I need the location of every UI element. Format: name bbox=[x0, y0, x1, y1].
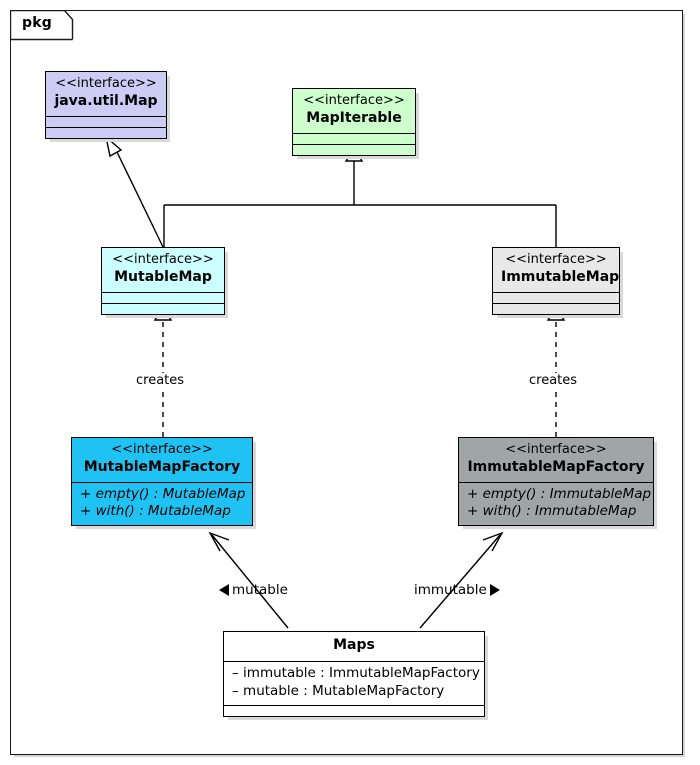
attributes-compartment: – immutable : ImmutableMapFactory – muta… bbox=[224, 660, 484, 705]
member-row: + empty() : MutableMap bbox=[80, 485, 246, 502]
stereotype-label: <<interface>> bbox=[303, 93, 405, 108]
operations-compartment bbox=[224, 704, 484, 716]
class-name-label: ImmutableMapFactory bbox=[467, 458, 645, 475]
operations-compartment bbox=[293, 143, 415, 155]
edge-label-creates-right: creates bbox=[527, 373, 580, 388]
class-box-immutable-map-factory[interactable]: <<interface>> ImmutableMapFactory + empt… bbox=[458, 437, 654, 527]
operations-compartment bbox=[46, 126, 166, 138]
edge-label-creates-left: creates bbox=[134, 373, 187, 388]
attributes-compartment bbox=[293, 132, 415, 144]
assoc-label-immutable: immutable bbox=[414, 582, 500, 598]
class-box-map-iterable[interactable]: <<interface>> MapIterable bbox=[292, 88, 416, 156]
class-header-java-util-map: <<interface>> java.util.Map bbox=[46, 72, 166, 116]
stereotype-label: <<interface>> bbox=[55, 76, 157, 91]
class-header-mutable-map: <<interface>> MutableMap bbox=[102, 248, 224, 292]
member-row: + with() : ImmutableMap bbox=[467, 503, 637, 520]
stereotype-label: <<interface>> bbox=[505, 252, 607, 267]
operations-compartment: + empty() : ImmutableMap + with() : Immu… bbox=[459, 481, 653, 526]
member-row: + empty() : ImmutableMap bbox=[467, 485, 652, 502]
member-row: + with() : MutableMap bbox=[80, 503, 231, 520]
class-header-mutable-map-factory: <<interface>> MutableMapFactory bbox=[72, 438, 252, 482]
member-row: – mutable : MutableMapFactory bbox=[232, 682, 445, 699]
operations-compartment bbox=[493, 302, 619, 314]
package-label: pkg bbox=[22, 15, 52, 31]
class-name-label: ImmutableMap bbox=[501, 268, 620, 285]
class-name-label: MapIterable bbox=[306, 109, 402, 126]
class-box-mutable-map-factory[interactable]: <<interface>> MutableMapFactory + empty(… bbox=[71, 437, 253, 527]
class-header-maps: Maps bbox=[224, 632, 484, 661]
class-header-map-iterable: <<interface>> MapIterable bbox=[293, 89, 415, 133]
assoc-label-mutable: mutable bbox=[219, 582, 288, 598]
class-header-immutable-map-factory: <<interface>> ImmutableMapFactory bbox=[459, 438, 653, 482]
stereotype-label: <<interface>> bbox=[111, 442, 213, 457]
package-tab bbox=[10, 10, 74, 41]
assoc-label-mutable-text: mutable bbox=[232, 582, 288, 598]
class-name-label: Maps bbox=[333, 637, 375, 653]
assoc-label-immutable-text: immutable bbox=[414, 582, 487, 598]
attributes-compartment bbox=[493, 291, 619, 303]
stereotype-label: <<interface>> bbox=[505, 442, 607, 457]
attributes-compartment bbox=[102, 291, 224, 303]
attributes-compartment bbox=[46, 115, 166, 127]
class-name-label: MutableMap bbox=[114, 268, 212, 285]
operations-compartment: + empty() : MutableMap + with() : Mutabl… bbox=[72, 481, 252, 526]
class-name-label: MutableMapFactory bbox=[83, 458, 241, 475]
operations-compartment bbox=[102, 302, 224, 314]
class-header-immutable-map: <<interface>> ImmutableMap bbox=[493, 248, 619, 292]
stereotype-label: <<interface>> bbox=[112, 252, 214, 267]
class-name-label: java.util.Map bbox=[54, 92, 158, 109]
class-box-mutable-map[interactable]: <<interface>> MutableMap bbox=[101, 247, 225, 315]
class-box-maps[interactable]: Maps – immutable : ImmutableMapFactory –… bbox=[223, 631, 485, 717]
class-box-java-util-map[interactable]: <<interface>> java.util.Map bbox=[45, 71, 167, 139]
class-box-immutable-map[interactable]: <<interface>> ImmutableMap bbox=[492, 247, 620, 315]
member-row: – immutable : ImmutableMapFactory bbox=[232, 664, 480, 681]
